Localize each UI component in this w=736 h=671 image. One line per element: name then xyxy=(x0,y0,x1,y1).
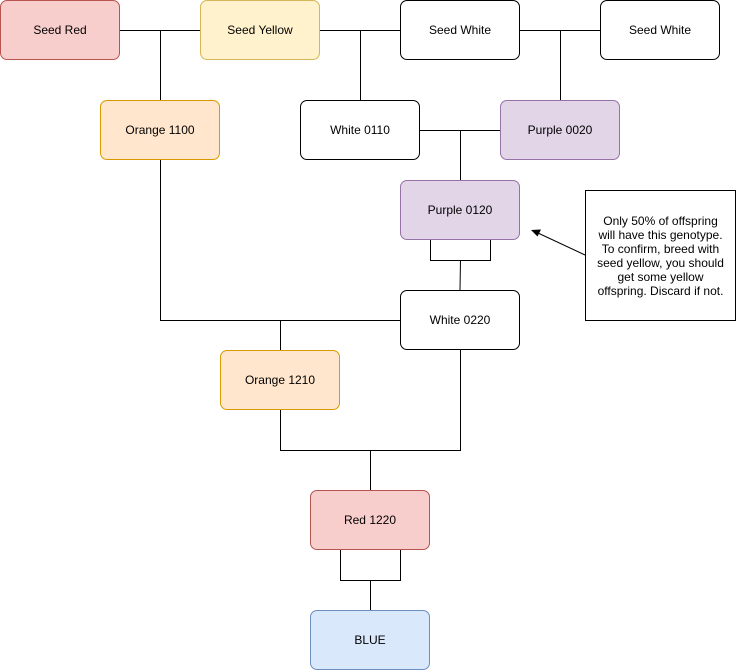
node-seed-white-1[interactable]: Seed White xyxy=(400,0,520,60)
node-orange-1100[interactable]: Orange 1100 xyxy=(100,100,220,160)
connector-purple0120-selfcross xyxy=(430,240,491,261)
node-white-0220[interactable]: White 0220 xyxy=(400,290,520,350)
connector-red1220-selfcross xyxy=(340,550,401,581)
connector-to-white-0220 xyxy=(459,259,461,291)
node-purple-0120[interactable]: Purple 0120 xyxy=(400,180,520,240)
note-arrow-line xyxy=(537,232,586,256)
node-red-1220[interactable]: Red 1220 xyxy=(310,490,430,550)
node-seed-red[interactable]: Seed Red xyxy=(0,0,120,60)
node-purple-0020[interactable]: Purple 0020 xyxy=(500,100,620,160)
note-arrow-head xyxy=(531,229,541,237)
node-seed-yellow[interactable]: Seed Yellow xyxy=(200,0,320,60)
node-orange-1210[interactable]: Orange 1210 xyxy=(220,350,340,410)
node-seed-white-2[interactable]: Seed White xyxy=(600,0,720,60)
connector-orange1100-white0220 xyxy=(160,160,400,321)
node-blue[interactable]: BLUE xyxy=(310,610,430,670)
node-white-0110[interactable]: White 0110 xyxy=(300,100,420,160)
annotation-note[interactable]: Only 50% of offspring will have this gen… xyxy=(585,190,736,321)
